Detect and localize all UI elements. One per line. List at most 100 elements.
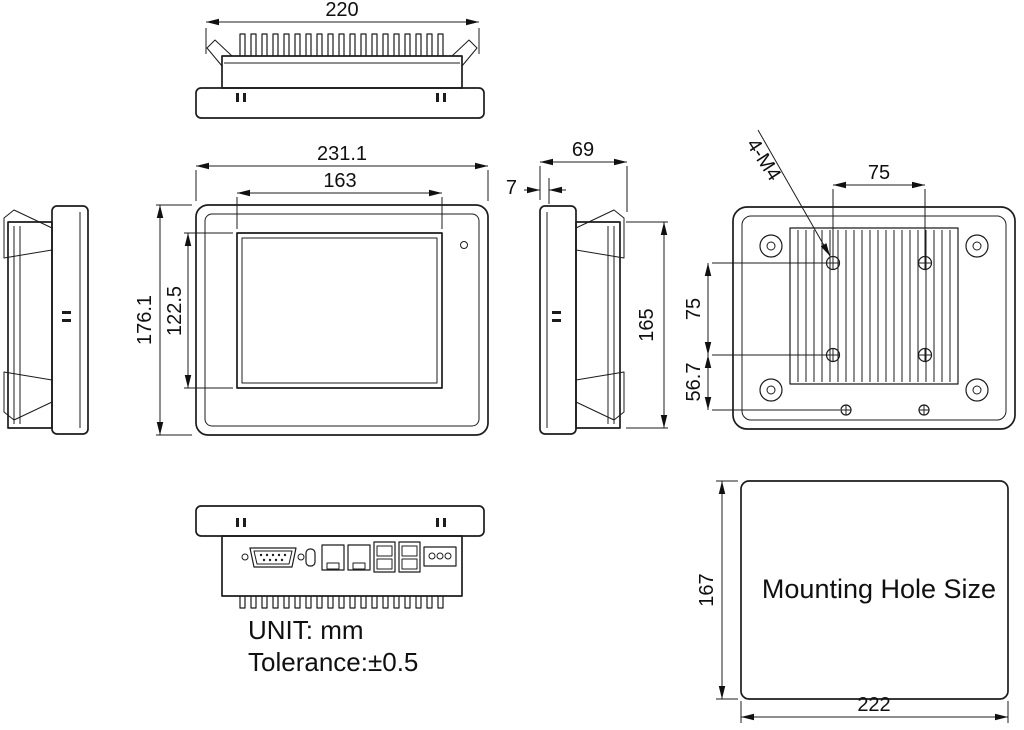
leader-line	[757, 129, 831, 257]
corner-hole	[759, 378, 783, 402]
screw-cross	[827, 349, 839, 361]
usb-slot	[376, 558, 393, 570]
rj45-latch	[352, 562, 366, 570]
dim-screen-width: 163	[236, 170, 443, 229]
dim-top-width-label: 220	[325, 0, 358, 21]
left-bezel-ticks	[62, 311, 71, 322]
case-screw	[840, 404, 852, 416]
usb-slot	[401, 545, 418, 557]
corner-hole	[759, 234, 783, 258]
terminal-pin	[444, 552, 452, 560]
dim-body-height: 165	[626, 221, 668, 429]
usb-slot	[376, 545, 393, 557]
rear-heatsink-fins	[797, 230, 951, 382]
vesa-screw-callout-label: 4-M4	[742, 135, 785, 185]
top-right-clamp-bracket	[451, 39, 478, 67]
dim-top-width: 220	[205, 0, 480, 54]
rear-heatsink-outline	[789, 227, 959, 385]
dc-terminal-block	[423, 546, 457, 567]
usb-stack-2	[398, 541, 421, 573]
rj45-latch	[326, 562, 340, 570]
rear-corner-holes	[759, 234, 989, 402]
top-bezel-outline	[195, 87, 485, 119]
case-screws	[840, 404, 930, 416]
dim-front-width-label: 231.1	[317, 143, 367, 165]
dim-screen-height-label: 122.5	[164, 286, 186, 336]
dim-extension-lines	[716, 480, 738, 700]
rear-view: 75 75 56.7 4-M4	[683, 129, 1016, 430]
corner-hole-center	[972, 241, 982, 251]
unit-note: UNIT: mm	[248, 615, 364, 645]
corner-hole-center	[766, 241, 776, 251]
rj45-outline	[321, 544, 345, 571]
dim-extension-lines	[712, 262, 826, 356]
mounting-hole-view: Mounting Hole Size 167 222	[696, 480, 1009, 723]
top-heatsink-fins	[239, 33, 444, 56]
right-body-outline	[575, 221, 621, 429]
bottom-bezel-outline	[195, 505, 485, 537]
dim-extension-lines	[205, 28, 480, 54]
bottom-heatsink-fins	[239, 596, 444, 609]
tolerance-note: Tolerance:±0.5	[248, 647, 418, 677]
terminal-outline	[423, 546, 457, 567]
usb-slot	[401, 558, 418, 570]
usb-outline	[398, 541, 421, 573]
dim-extension-lines	[539, 166, 628, 212]
dim-cutout-height-label: 167	[696, 573, 718, 606]
dim-cutout-width: 222	[740, 694, 1009, 723]
left-fin-profile-lines	[13, 226, 21, 424]
vesa-screw	[917, 255, 933, 271]
dim-bezel-lip: 7	[506, 177, 566, 204]
dim-cutout-height: 167	[696, 480, 738, 700]
left-bottom-clamp	[3, 371, 53, 421]
terminal-pin	[428, 552, 436, 560]
vesa-screw	[917, 347, 933, 363]
dim-vesa-horizontal: 75	[832, 162, 926, 256]
right-side-view: 69 7 165	[506, 139, 668, 435]
screw-cross	[841, 405, 851, 415]
dim-depth-total: 69	[539, 139, 628, 212]
db9-outline	[249, 547, 297, 568]
vesa-screw	[825, 347, 841, 363]
top-view: 220	[195, 0, 485, 119]
top-vent-ticks	[236, 93, 446, 102]
bottom-view	[195, 505, 485, 609]
dim-vesa-h-label: 75	[868, 162, 890, 184]
screw-cross	[919, 349, 931, 361]
corner-hole-center	[972, 385, 982, 395]
vesa-screw	[825, 255, 841, 271]
db9-pins	[259, 553, 287, 562]
top-left-clamp-bracket	[206, 39, 233, 67]
corner-hole	[965, 378, 989, 402]
left-body-outline	[7, 221, 53, 429]
dim-front-height: 176.1	[134, 204, 192, 436]
left-top-clamp	[3, 209, 53, 259]
dim-lower-offset-label: 56.7	[683, 363, 705, 402]
rj45-outline	[347, 544, 371, 571]
corner-hole-center	[766, 385, 776, 395]
dim-screen-width-label: 163	[323, 170, 356, 192]
right-top-clamp	[575, 209, 625, 259]
right-fin-profile-lines	[607, 226, 615, 424]
left-side-view	[3, 205, 89, 435]
mounting-cutout-outline	[740, 480, 1009, 700]
front-bezel-inner-edge	[204, 213, 480, 427]
dim-front-width: 231.1	[195, 143, 489, 201]
power-led-indicator	[460, 241, 468, 249]
dim-cutout-width-label: 222	[857, 694, 890, 716]
lan-port-1	[321, 544, 345, 571]
dim-screen-height: 122.5	[164, 232, 233, 389]
lan-port-2	[347, 544, 371, 571]
serial-db9-port	[241, 547, 305, 568]
front-view: 231.1 163 176.1 122.5	[134, 143, 489, 436]
dim-front-height-label: 176.1	[134, 295, 156, 345]
io-ports	[241, 541, 457, 573]
right-bezel-ticks	[552, 311, 561, 322]
dim-depth-label: 69	[572, 139, 594, 161]
dim-vesa-v-label: 75	[683, 298, 705, 320]
bottom-body-outline	[221, 535, 463, 597]
dim-body-height-label: 165	[636, 308, 658, 341]
screw-cross	[919, 257, 931, 269]
